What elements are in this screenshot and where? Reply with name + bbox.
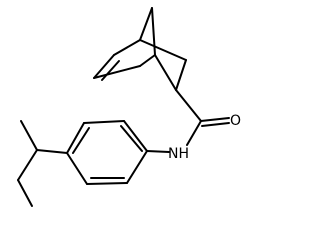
amide-group: [175, 89, 230, 146]
bond-alkene-outer: [93, 54, 115, 79]
bond-c6-carbonyl: [175, 89, 202, 122]
bond-alkene-inner: [101, 60, 120, 81]
sec-butyl-group: [17, 120, 68, 207]
bond-carbonyl-o-2: [201, 122, 230, 127]
nitrogen-atom-label: NH: [168, 146, 189, 162]
structure-drawing: O NH: [17, 7, 241, 207]
bond-carbonyl-n: [186, 120, 202, 146]
benzene-ring: [66, 120, 170, 185]
norbornene-cage: [93, 7, 187, 91]
bond-ring-1-inner: [120, 125, 143, 152]
bond-carbonyl-o-1: [200, 117, 230, 122]
bond-bridge-right: [151, 7, 156, 56]
bond-c1-c5: [139, 39, 187, 61]
bond-ring-2: [83, 120, 125, 124]
bond-c3-c4: [93, 65, 141, 79]
bond-c4-bridgehead: [139, 54, 156, 67]
oxygen-atom-label: O: [230, 113, 241, 129]
bond-methyl-up: [20, 120, 38, 151]
bond-bridge-left: [139, 7, 153, 41]
bond-ring-6: [126, 150, 148, 184]
bond-ring-4: [66, 152, 88, 185]
bond-ethyl-end: [17, 179, 33, 207]
bond-c1-c2: [113, 39, 141, 56]
bond-ring-3: [66, 122, 85, 154]
bond-c5-c6: [175, 59, 187, 91]
bond-ring-1: [123, 120, 148, 152]
chemical-structure-diagram: O NH: [17, 7, 241, 207]
bond-ring-secbutyl: [36, 149, 68, 154]
bond-c6-bridgehead: [154, 54, 177, 91]
bond-ethyl-down: [17, 149, 38, 181]
bond-ring-5: [86, 182, 128, 185]
bond-ring-3-inner: [72, 127, 90, 154]
bond-n-ring: [146, 150, 170, 153]
